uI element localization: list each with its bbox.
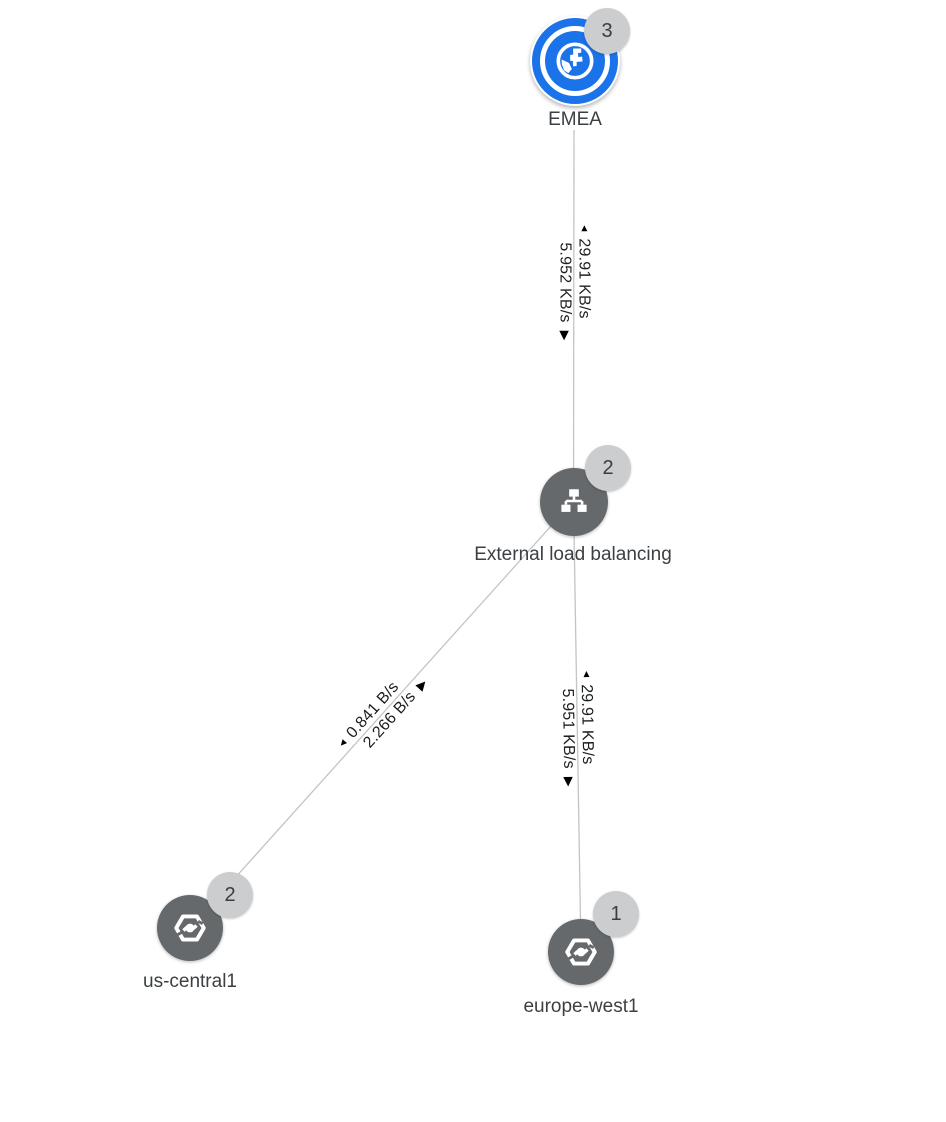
edge-rate-upstream: ◄29.91 KB/s — [577, 669, 597, 765]
gcp-region-icon — [565, 938, 597, 966]
badge-count: 2 — [224, 883, 236, 906]
upstream-arrow-icon: ◄ — [580, 669, 592, 680]
edge-rate-upstream: ◄29.91 KB/s — [575, 223, 593, 319]
badge-count: 3 — [601, 19, 613, 42]
gcp-region-icon — [174, 914, 206, 942]
upstream-arrow-icon: ◄ — [578, 223, 590, 234]
badge-count: 2 — [602, 456, 614, 479]
node-count-badge[interactable]: 1 — [593, 891, 639, 937]
load-balancer-icon — [561, 489, 587, 512]
downstream-arrow-icon: ► — [559, 773, 577, 790]
node-count-badge[interactable]: 2 — [207, 872, 253, 918]
edge-label-emea-lb: ◄29.91 KB/s 5.952 KB/s► — [555, 223, 594, 343]
node-label: europe-west1 — [523, 996, 639, 1017]
edge-rate-downstream: 5.952 KB/s► — [555, 242, 574, 344]
edge-label-lb-europe-west1: ◄29.91 KB/s 5.951 KB/s► — [557, 669, 598, 790]
edge-lb-to-europe-west1[interactable] — [572, 500, 582, 953]
node-label: External load balancing — [474, 544, 672, 565]
node-count-badge[interactable]: 2 — [585, 445, 631, 491]
edge-rate-downstream: 5.951 KB/s► — [558, 688, 578, 790]
node-count-badge[interactable]: 3 — [584, 8, 630, 54]
downstream-arrow-icon: ► — [555, 327, 573, 344]
node-label: EMEA — [548, 109, 602, 130]
edge-lb-to-us-central1[interactable] — [189, 500, 574, 929]
globe-icon — [556, 42, 594, 80]
edge-emea-to-lb[interactable] — [572, 129, 575, 502]
node-circle[interactable] — [157, 895, 223, 961]
badge-count: 1 — [610, 902, 622, 925]
node-label: us-central1 — [143, 971, 237, 992]
